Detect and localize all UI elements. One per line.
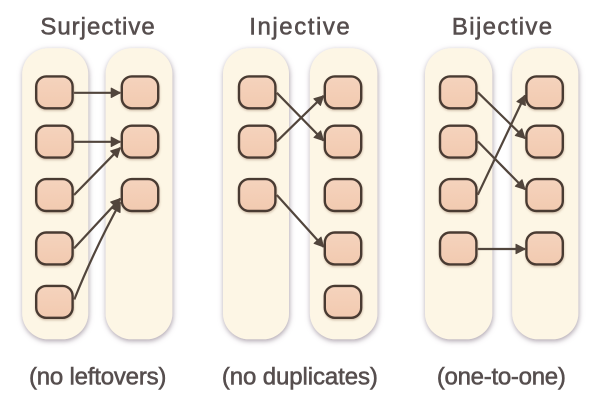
- svg-text:(no duplicates): (no duplicates): [222, 363, 378, 390]
- svg-text:Bijective: Bijective: [452, 13, 554, 40]
- svg-text:Injective: Injective: [249, 13, 351, 40]
- svg-text:(one-to-one): (one-to-one): [437, 363, 566, 390]
- svg-text:Surjective: Surjective: [40, 13, 155, 40]
- svg-text:(no leftovers): (no leftovers): [29, 363, 166, 390]
